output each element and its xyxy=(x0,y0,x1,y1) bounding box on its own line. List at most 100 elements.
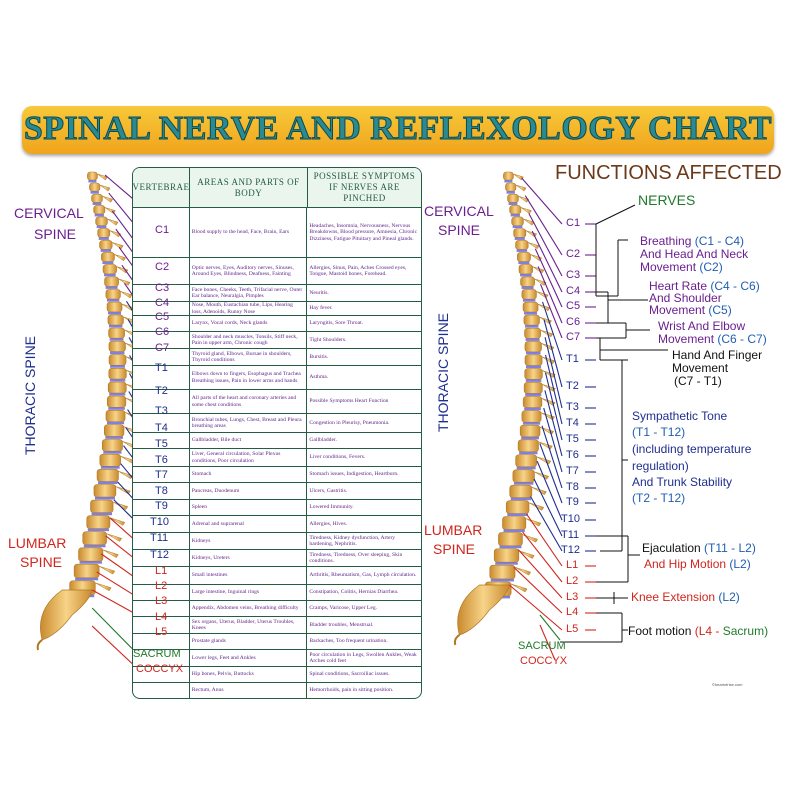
right-label-cervical: CERVICAL xyxy=(424,203,494,219)
right-spine-vertebra xyxy=(498,532,523,547)
vertebra-label-t3: T3 xyxy=(155,405,168,417)
right-spine-process xyxy=(523,218,535,226)
symptoms-cell: Constipation, Colitis, Hernias Diarrhea. xyxy=(309,589,399,596)
left-spine-process xyxy=(102,549,119,558)
left-spine-process xyxy=(97,173,108,181)
vertebra-cell xyxy=(133,650,190,666)
left-spine-process xyxy=(102,195,114,203)
left-spine-vertebra xyxy=(87,171,98,181)
left-spine-vertebra xyxy=(93,205,106,215)
table-header: VERTEBRAE AREAS AND PARTS OF BODY POSSIB… xyxy=(133,168,421,208)
symptoms-cell: Bursitis. xyxy=(309,353,329,360)
function-text: (C2) xyxy=(699,260,723,274)
symptoms-cell: Spinal conditions, Sacroiliac issues. xyxy=(309,671,390,678)
function-text: (C6 - C7) xyxy=(717,332,767,346)
left-spine-vertebra xyxy=(97,228,111,238)
right-spine-vertebra xyxy=(524,354,543,366)
function-text: (T11 - L2) xyxy=(704,541,756,555)
left-spine-disc xyxy=(98,237,109,240)
right-leader-c5 xyxy=(534,248,563,308)
symptoms-cell: Hay fever. xyxy=(309,305,333,312)
right-spine-vertebra xyxy=(522,301,539,313)
left-spine-disc xyxy=(94,213,104,217)
function-text: And Hip Motion xyxy=(644,557,730,571)
left-spine-disc xyxy=(105,436,123,439)
vertebra-label-t11: T11 xyxy=(150,532,169,544)
function-text: (L2) xyxy=(718,590,740,604)
areas-cell: Pancreas, Duodenum xyxy=(190,483,308,499)
right-spine-vertebra xyxy=(521,289,537,300)
function-text: (C5) xyxy=(708,303,732,317)
vertebra-label-t2: T2 xyxy=(155,384,168,397)
left-spine-process xyxy=(107,218,119,226)
function-line: And Shoulder xyxy=(649,292,722,305)
right-spine-sacrum xyxy=(457,584,510,636)
left-spine-vertebra xyxy=(105,410,126,423)
vertebra-label-t7: T7 xyxy=(155,469,168,481)
right-spine-vertebra xyxy=(523,382,543,394)
function-line: Movement (C2) xyxy=(640,261,723,274)
right-spine-process xyxy=(539,426,555,435)
vertebra-label-c5: C5 xyxy=(155,310,170,323)
areas-cell: Nose, Mouth, Eustachian tube, Lips, Hear… xyxy=(190,302,308,315)
areas-cell: Large intestine, Inguinal rings xyxy=(190,585,308,600)
left-spine-process xyxy=(118,278,131,286)
functions-title: FUNCTIONS AFFECTED xyxy=(555,162,782,184)
left-spine-disc xyxy=(110,365,126,368)
vertebra-cell xyxy=(133,258,190,284)
right-vertebra-label-c2: C2 xyxy=(566,248,581,260)
right-leader-c3 xyxy=(528,213,563,277)
left-spine-vertebra xyxy=(95,216,108,226)
right-label-cervical-spine: SPINE xyxy=(438,222,481,238)
right-vertebra-label-t8: T8 xyxy=(566,481,579,493)
right-spine-process xyxy=(518,195,530,203)
areas-cell: Kidneys xyxy=(190,533,308,549)
vertebra-label-l3: L3 xyxy=(155,595,168,607)
right-leader-t10 xyxy=(536,460,563,521)
areas-cell: Rectum, Anus xyxy=(190,683,308,698)
vertebra-cell xyxy=(133,467,190,482)
left-spine-process xyxy=(109,230,122,238)
right-label-lumbar-spine: SPINE xyxy=(433,541,476,557)
label-lumbar: LUMBAR xyxy=(8,535,67,551)
right-vertebra-label-t2: T2 xyxy=(566,380,579,392)
right-spine-vertebra xyxy=(509,484,533,499)
vertebra-cell xyxy=(133,414,190,432)
vertebra-cell xyxy=(133,567,190,584)
left-spine-coccyx xyxy=(36,639,43,651)
right-leader-c7 xyxy=(540,283,563,339)
header-areas: AREAS AND PARTS OF BODY xyxy=(190,168,308,207)
right-leader-t7 xyxy=(543,407,563,473)
function-text: (T1 - T12) xyxy=(632,425,686,439)
right-vertebra-label-t4: T4 xyxy=(566,417,579,429)
areas-cell: Small intestines xyxy=(190,567,308,584)
right-spine-disc xyxy=(525,351,541,355)
areas-cell: Blood supply to the head, Face, Brain, E… xyxy=(190,208,308,257)
function-text: (C4 - C6) xyxy=(710,279,760,293)
right-vertebra-label-l4: L4 xyxy=(566,606,579,618)
left-spine-disc xyxy=(105,286,118,289)
table-body: Blood supply to the head, Face, Brain, E… xyxy=(133,208,421,698)
right-spine-disc xyxy=(512,225,523,229)
left-spine-disc xyxy=(75,577,99,581)
symptoms-cell: Tight Shoulders. xyxy=(309,336,347,343)
right-spine-disc xyxy=(495,562,518,565)
left-spine-disc xyxy=(109,338,124,341)
right-leader-t1 xyxy=(541,301,563,361)
function-text: And Shoulder xyxy=(649,291,722,305)
right-spine-disc xyxy=(510,497,531,501)
left-spine-vertebra xyxy=(90,499,114,514)
right-leader-t3 xyxy=(544,337,563,409)
table-row: Liver, General circulation, Solar Plexus… xyxy=(133,449,421,467)
right-leader-l2 xyxy=(522,531,563,583)
table-row: Bronchial tubes, Lungs, Chest, Breast an… xyxy=(133,414,421,433)
table-row: Blood supply to the head, Face, Brain, E… xyxy=(133,208,421,258)
function-line: And Hip Motion (L2) xyxy=(644,558,751,571)
reference-table: VERTEBRAE AREAS AND PARTS OF BODY POSSIB… xyxy=(132,167,422,699)
label-cervical: CERVICAL xyxy=(14,205,84,221)
function-line: Ejaculation (T11 - L2) xyxy=(642,542,756,555)
